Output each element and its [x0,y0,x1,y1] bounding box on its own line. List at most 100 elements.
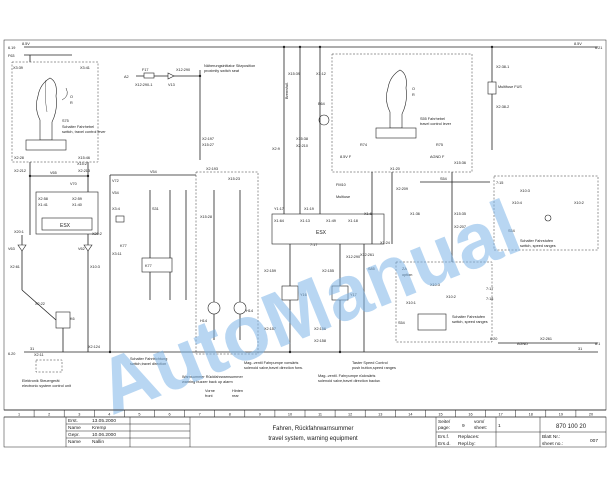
column-number: 8 [229,413,231,417]
svg-text:X2:197: X2:197 [202,137,214,141]
buzzer-h14-rear [233,301,247,315]
svg-text:S54: S54 [398,321,405,325]
svg-text:V70: V70 [70,182,77,186]
svg-text:Y1:17: Y1:17 [274,207,284,211]
sensor-b64 [318,114,330,126]
svg-text:vom/: vom/ [474,419,485,425]
svg-text:6:20: 6:20 [490,337,497,341]
svg-text:R75: R75 [436,143,443,147]
buzzer-box [195,171,259,355]
svg-text:X1:19: X1:19 [304,207,314,211]
svg-text:Mag.-ventil. Fahrpumpe rückwär: Mag.-ventil. Fahrpumpe rückwärts [318,374,375,378]
s75-box [11,61,99,163]
svg-text:S55 Fahrhebel: S55 Fahrhebel [420,117,445,121]
column-number: 14 [408,413,412,417]
svg-text:proximity switch seat: proximity switch seat [204,69,240,73]
svg-text:X1:12: X1:12 [316,72,326,76]
ecu-ref-box [35,359,63,373]
svg-text:switch, speed ranges: switch, speed ranges [452,320,488,324]
svg-text:X2:22: X2:22 [35,302,45,306]
svg-text:B64: B64 [318,102,325,106]
svg-text:X2:209: X2:209 [396,187,408,191]
svg-text:X2:28: X2:28 [14,156,24,160]
solenoid-y17 [331,285,349,301]
svg-text:Name: Name [68,439,81,445]
svg-text:Warnsummer Rückfahrwarnsummer: Warnsummer Rückfahrwarnsummer [182,375,244,379]
s55-box [331,53,473,173]
svg-text:switch,travel direction: switch,travel direction [130,362,166,366]
svg-text:X20:2: X20:2 [92,232,102,236]
rail-volt-top-left: 8.5V [22,42,30,46]
document-number: 870 100 20 [556,424,587,430]
svg-text:front: front [205,394,214,398]
svg-text:X10:2: X10:2 [574,201,584,205]
svg-text:V62: V62 [78,247,85,251]
rail-volt-top-right: 8.5V [574,42,582,46]
svg-text:sheet no.:: sheet no.: [542,441,563,447]
svg-text:X1:41: X1:41 [38,203,48,207]
svg-text:X10:4: X10:4 [512,201,522,205]
svg-text:X2:193: X2:193 [206,167,218,171]
svg-text:X2:61: X2:61 [10,265,20,269]
svg-text:X12:290-1: X12:290-1 [135,83,153,87]
svg-text:X10:1: X10:1 [406,301,416,305]
svg-text:X20:1: X20:1 [14,230,24,234]
svg-text:Vorne: Vorne [205,389,215,393]
column-number: 17 [499,413,503,417]
svg-text:X12:261: X12:261 [360,253,374,257]
svg-text:10.06.2000: 10.06.2000 [92,432,116,438]
svg-text:X10:3: X10:3 [430,283,440,287]
svg-text:Schalter Fahrtrichtung: Schalter Fahrtrichtung [130,357,167,361]
column-number: 2 [48,413,50,417]
svg-text:option: option [402,273,412,277]
svg-text:X1:20: X1:20 [390,167,400,171]
svg-text:Y17: Y17 [350,293,357,297]
svg-text:Schalter Fahrhebel: Schalter Fahrhebel [62,125,94,129]
svg-text:31: 31 [578,347,582,351]
option-box [395,261,493,343]
svg-text:X15:38: X15:38 [296,137,308,141]
svg-text:X15:36: X15:36 [454,161,466,165]
svg-text:X15:35: X15:35 [454,212,466,216]
svg-text:Ers.d.: Ers.d. [438,441,451,447]
column-number: 19 [559,413,563,417]
svg-text:X1:6: X1:6 [364,212,372,216]
svg-text:F17: F17 [142,68,149,72]
svg-text:X10:3: X10:3 [90,265,100,269]
svg-text:X1:24: X1:24 [380,241,390,245]
svg-text:Nallin: Nallin [92,439,104,445]
svg-text:X1:13: X1:13 [300,219,310,223]
svg-text:X2:159: X2:159 [264,269,276,273]
svg-text:X2:212: X2:212 [14,169,26,173]
svg-text:X10:3: X10:3 [520,189,530,193]
svg-text:Erst.: Erst. [68,418,78,424]
svg-text:7:17: 7:17 [310,243,317,247]
svg-text:R: R [70,101,73,105]
svg-text:X1:40: X1:40 [72,203,82,207]
svg-text:S75: S75 [62,119,69,123]
column-number: 5 [138,413,140,417]
svg-text:X2:9: X2:9 [272,147,280,151]
svg-text:H14: H14 [246,309,253,313]
svg-text:warning buzzer back up alarm: warning buzzer back up alarm [182,380,233,384]
svg-text:X2:156: X2:156 [314,327,326,331]
svg-text:X2:207: X2:207 [454,225,466,229]
svg-text:S54: S54 [440,177,447,181]
svg-text:X3:41: X3:41 [80,66,90,70]
buzzer-h14-front [207,301,221,315]
svg-text:solenoid valve,travel directio: solenoid valve,travel direction backw. [318,379,380,383]
svg-text:rear: rear [232,394,239,398]
svg-text:007: 007 [590,438,598,444]
svg-text:7:18: 7:18 [486,297,493,301]
column-number: 18 [529,413,533,417]
multifuse [487,81,497,95]
svg-text:X12:290: X12:290 [176,68,190,72]
svg-text:Name: Name [68,425,81,431]
svg-text:Multiuse: Multiuse [336,195,350,199]
svg-text:1: 1 [498,423,501,429]
svg-text:Replaces:: Replaces: [458,434,479,440]
svg-text:Elektronik Steuergerät: Elektronik Steuergerät [22,379,61,383]
svg-text:X2:155: X2:155 [322,269,334,273]
svg-text:travel control lever: travel control lever [420,122,452,126]
rail-f63: F63 [8,54,15,58]
